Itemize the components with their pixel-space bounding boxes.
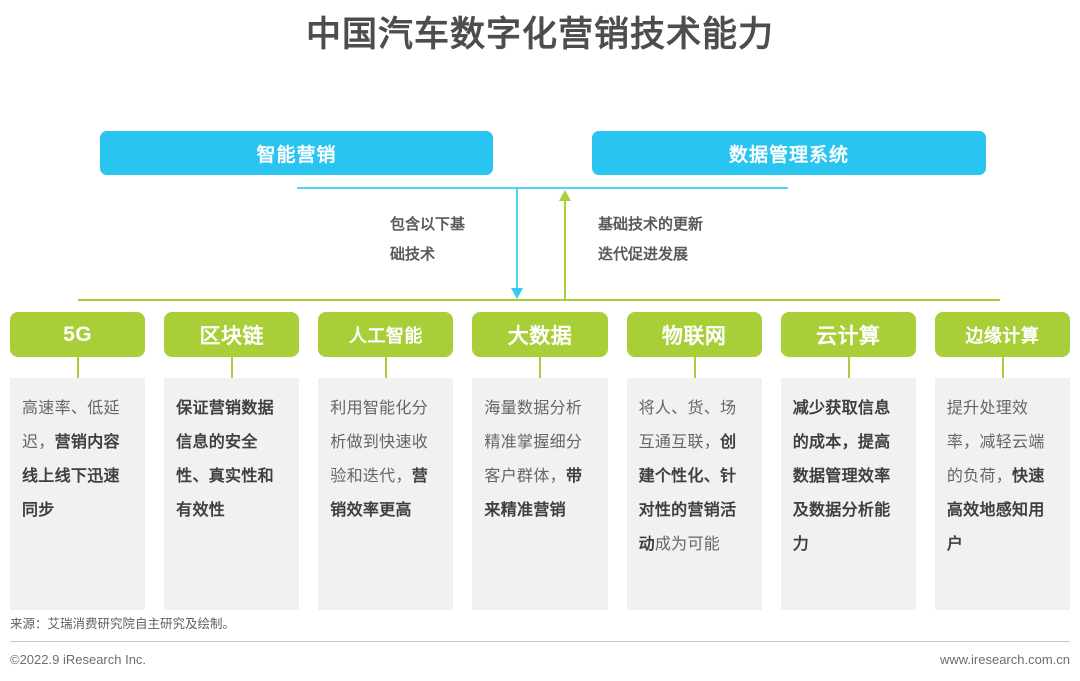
column-body-5g: 高速率、低延迟，营销内容线上线下迅速同步 [10, 378, 146, 610]
down-arrow-shaft [516, 189, 518, 291]
footer-divider [10, 641, 1070, 642]
column-header-cloud-computing[interactable]: 云计算 [780, 312, 916, 357]
column-5g: 5G 高速率、低延迟，营销内容线上线下迅速同步 [10, 312, 146, 610]
up-arrow-shaft [564, 198, 566, 299]
up-arrow-icon [559, 190, 571, 201]
column-stub [385, 357, 388, 378]
column-body-artificial-intelligence: 利用智能化分析做到快速收验和迭代，营销效率更高 [318, 378, 454, 610]
column-artificial-intelligence: 人工智能 利用智能化分析做到快速收验和迭代，营销效率更高 [318, 312, 454, 610]
connector-caption-down: 包含以下基 础技术 [390, 216, 466, 263]
blue-horizontal-connector [297, 187, 788, 189]
column-body-iot: 将人、货、场互通互联，创建个性化、针对性的营销活动成为可能 [626, 378, 762, 610]
column-big-data: 大数据 海量数据分析精准掌握细分客户群体，带来精准营销 [472, 312, 608, 610]
column-header-iot[interactable]: 物联网 [626, 312, 762, 357]
technology-columns: 5G 高速率、低延迟，营销内容线上线下迅速同步 区块链 保证营销数据信息的安全性… [10, 312, 1070, 610]
column-header-big-data[interactable]: 大数据 [472, 312, 608, 357]
column-stub [847, 357, 850, 378]
column-body-blockchain: 保证营销数据信息的安全性、真实性和有效性 [164, 378, 300, 610]
column-body-edge-computing: 提升处理效率，减轻云端的负荷，快速高效地感知用户 [934, 378, 1070, 610]
column-stub [231, 357, 234, 378]
source-note: 来源：艾瑞消费研究院自主研究及绘制。 [10, 617, 236, 631]
column-header-artificial-intelligence[interactable]: 人工智能 [318, 312, 454, 357]
column-stub [77, 357, 79, 378]
connector-caption-up: 基础技术的更新 迭代促进发展 [598, 216, 704, 263]
column-header-blockchain[interactable]: 区块链 [164, 312, 300, 357]
column-edge-computing: 边缘计算 提升处理效率，减轻云端的负荷，快速高效地感知用户 [934, 312, 1070, 610]
column-body-cloud-computing: 减少获取信息的成本，提高数据管理效率及数据分析能力 [780, 378, 916, 610]
column-stub [539, 357, 542, 378]
website-url[interactable]: www.iresearch.com.cn [939, 652, 1070, 667]
column-cloud-computing: 云计算 减少获取信息的成本，提高数据管理效率及数据分析能力 [780, 312, 916, 610]
column-stub [1001, 357, 1004, 378]
column-stub [693, 357, 696, 378]
copyright-text: ©2022.9 iResearch Inc. [10, 652, 147, 667]
top-box-intelligent-marketing[interactable]: 智能营销 [100, 131, 493, 175]
top-box-data-management-system[interactable]: 数据管理系统 [592, 131, 986, 175]
column-iot: 物联网 将人、货、场互通互联，创建个性化、针对性的营销活动成为可能 [626, 312, 762, 610]
column-blockchain: 区块链 保证营销数据信息的安全性、真实性和有效性 [164, 312, 300, 610]
green-horizontal-connector [78, 299, 1000, 301]
column-header-edge-computing[interactable]: 边缘计算 [934, 312, 1070, 357]
down-arrow-icon [511, 288, 523, 299]
column-body-big-data: 海量数据分析精准掌握细分客户群体，带来精准营销 [472, 378, 608, 610]
page-title: 中国汽车数字化营销技术能力 [305, 15, 774, 54]
column-header-5g[interactable]: 5G [10, 312, 146, 357]
